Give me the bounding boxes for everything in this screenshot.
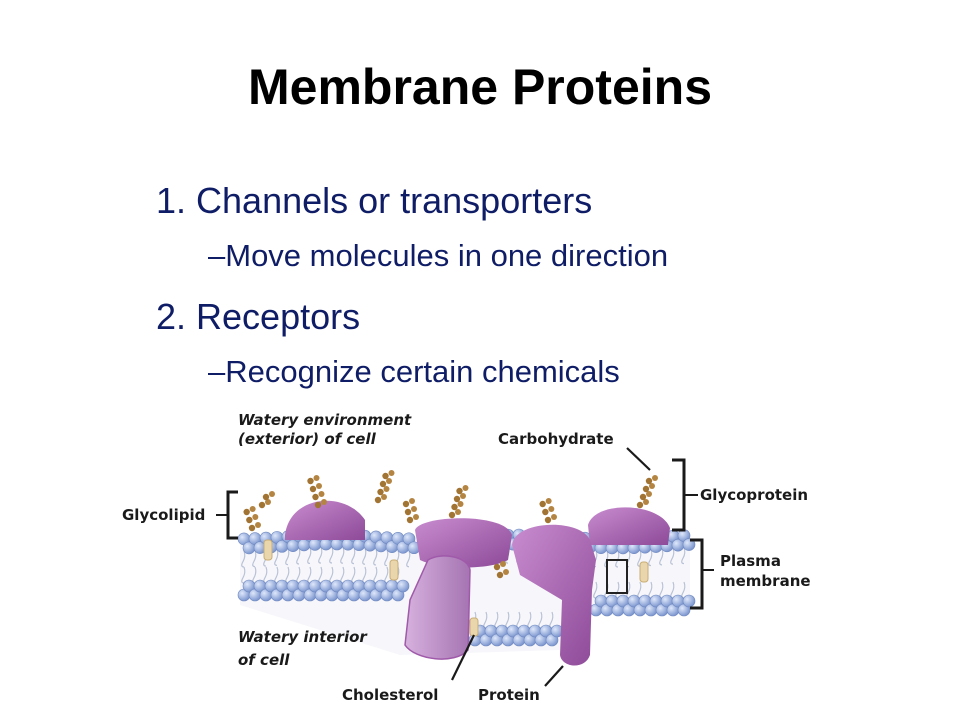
transmembrane-protein [512,524,596,666]
carbohydrate-bead [411,506,417,512]
carbohydrate-bead [493,563,501,571]
carbohydrate-bead [642,485,650,493]
carbohydrate-chains [243,470,658,579]
carbohydrate-bead [321,499,327,505]
carbohydrate-bead [409,498,415,504]
carbohydrate-bead [639,493,647,501]
lipid-head [396,579,410,593]
carbohydrate-bead [457,501,464,507]
membrane-diagram: Watery environment (exterior) of cell Ca… [122,411,811,704]
slide-title: Membrane Proteins [247,59,712,115]
carbohydrate-bead [314,501,322,509]
carbohydrate-bead [456,487,463,495]
carbohydrate-bead [455,509,461,515]
carbohydrate-bead [448,511,456,519]
bullet-list: 1. Channels or transporters –Move molecu… [156,180,669,389]
carbohydrate-bead [551,514,557,520]
carbohydrate-bead [643,499,649,505]
carbohydrate-bead [313,475,320,481]
label-brackets [216,458,714,610]
carbohydrate-bead [382,472,389,480]
carbohydrate-bead [404,508,412,516]
carbohydrate-bead [500,561,506,567]
carbohydrate-bead [243,508,250,516]
membrane-proteins [285,500,670,666]
carbohydrate-bead [258,501,266,509]
carbohydrate-bead [462,485,469,491]
channel-symbol-icon [606,559,628,594]
peripheral-protein-center [415,518,512,568]
carbohydrate-bead [252,514,259,520]
label-plasma: Plasma [720,552,781,570]
label-glycoprotein: Glycoprotein [700,486,808,504]
label-exterior-of-cell: (exterior) of cell [238,430,377,448]
carbohydrate-bead [453,495,461,503]
carbohydrate-bead [636,501,644,509]
label-watery-interior: Watery interior [238,628,368,646]
carbohydrate-bead [451,503,458,511]
carbohydrate-bead [383,486,390,492]
carbohydrate-bead [645,477,653,485]
carbohydrate-bead [309,485,317,493]
leader-lines [451,447,651,687]
peripheral-protein-left [285,500,365,540]
label-glycolipid: Glycolipid [122,506,205,524]
bullet-receptors: 2. Receptors [156,296,361,337]
carbohydrate-bead [248,524,256,532]
carbohydrate-bead [646,491,652,497]
lipid-head [682,594,696,608]
label-carbohydrate: Carbohydrate [498,430,614,448]
label-of-cell: of cell [238,651,290,669]
carbohydrate-bead [544,516,552,524]
carbohydrate-bead [649,483,655,489]
channel-protein [404,555,471,660]
carbohydrate-bead [381,494,387,500]
carbohydrate-bead [265,499,271,505]
carbohydrate-bead [542,508,549,516]
carbohydrate-bead [388,470,395,476]
carbohydrate-bead [386,478,392,484]
carbohydrate-bead [249,506,256,512]
carbohydrate-bead [255,522,261,528]
carbohydrate-bead [539,500,546,508]
subbullet-recognize-chemicals: –Recognize certain chemicals [208,354,620,389]
label-cholesterol: Cholesterol [342,686,438,704]
carbohydrate-bead [413,514,419,520]
carbohydrate-bead [503,569,509,575]
carbohydrate-bead [374,496,382,504]
carbohydrate-bead [402,500,410,508]
carbohydrate-bead [318,491,325,497]
cholesterol-molecules [263,539,649,637]
bullet-channels: 1. Channels or transporters [156,180,593,221]
carbohydrate-bead [548,506,555,512]
label-protein: Protein [478,686,540,704]
label-membrane: membrane [720,572,811,590]
peripheral-protein-right [588,507,670,545]
lipid-head [682,538,696,551]
carbohydrate-bead [312,493,319,501]
carbohydrate-bead [379,480,387,488]
carbohydrate-bead [307,477,314,485]
carbohydrate-bead [246,516,253,524]
carbohydrate-bead [460,493,466,499]
carbohydrate-bead [377,488,384,496]
carbohydrate-bead [652,475,658,481]
carbohydrate-bead [406,516,414,524]
carbohydrate-bead [262,493,270,501]
carbohydrate-bead [496,571,504,579]
carbohydrate-bead [545,498,552,504]
carbohydrate-bead [269,491,275,497]
carbohydrate-bead [316,483,322,489]
label-watery-environment: Watery environment [238,411,412,429]
subbullet-move-molecules: –Move molecules in one direction [208,238,669,273]
